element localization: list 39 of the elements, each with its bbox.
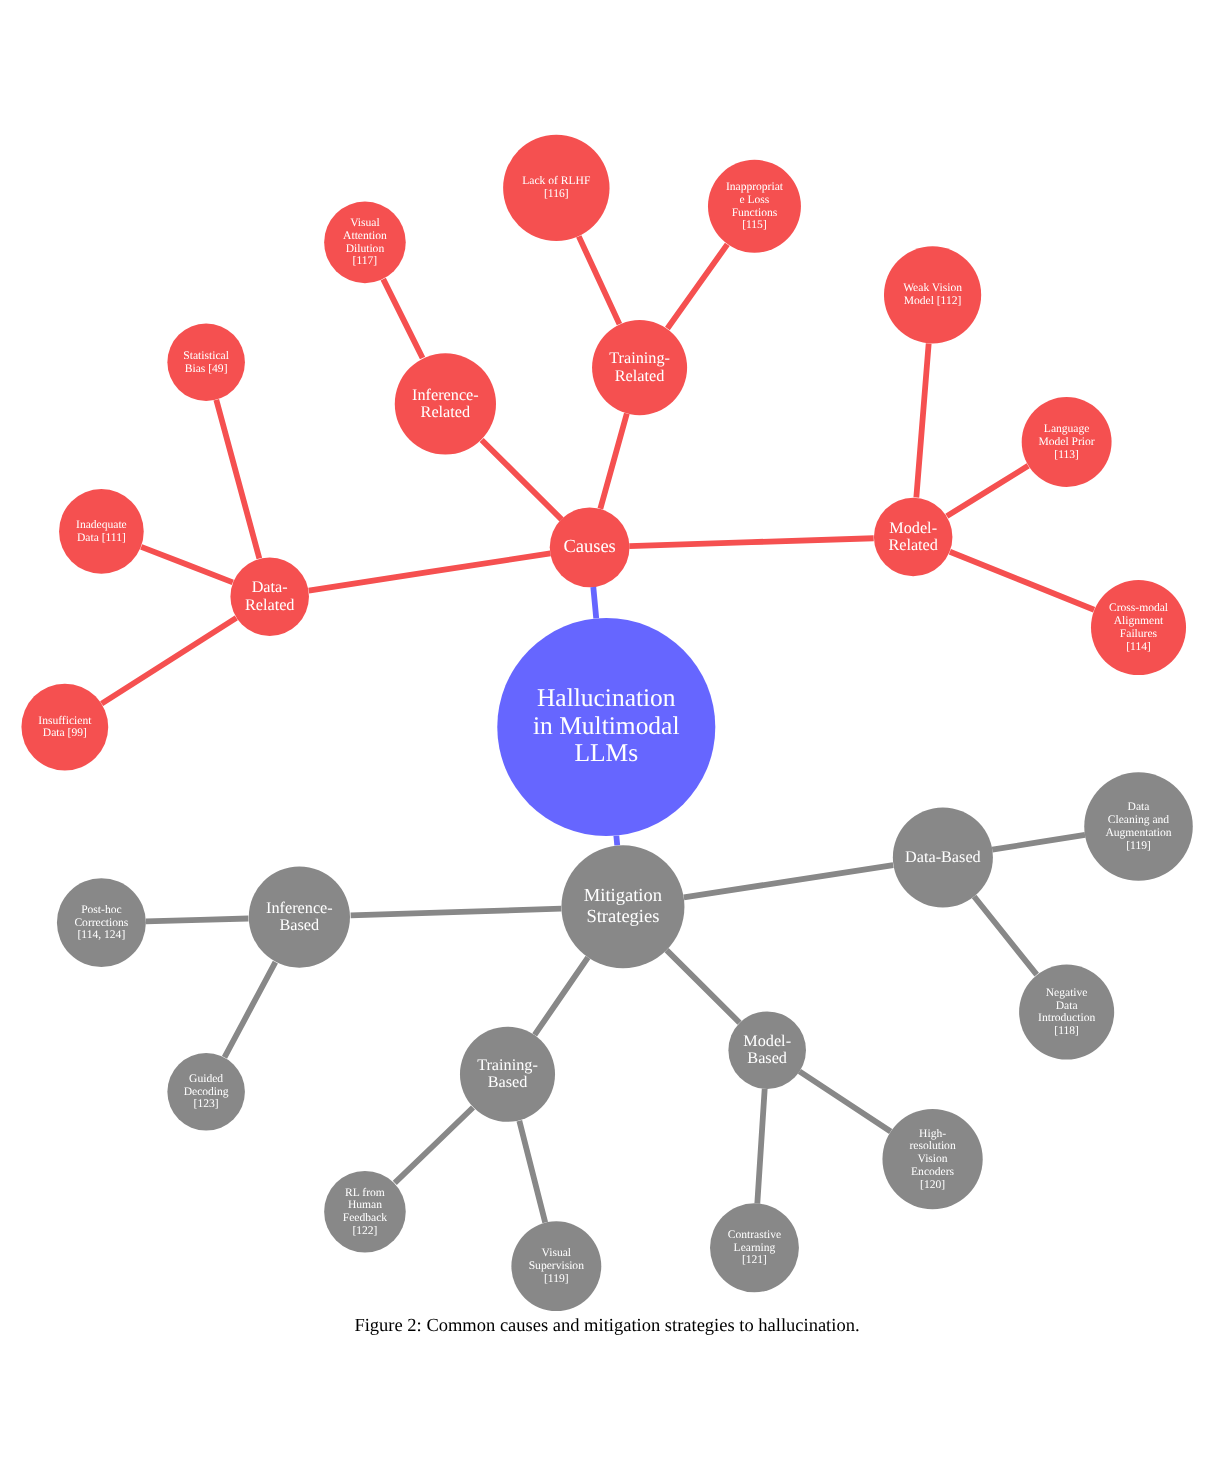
connector bbox=[145, 915, 249, 925]
connector bbox=[754, 1088, 768, 1204]
connector bbox=[576, 235, 623, 326]
connector bbox=[221, 960, 278, 1059]
connector bbox=[613, 835, 621, 846]
node-circle: Causes bbox=[549, 507, 630, 588]
caption: Figure 2: Common causes and mitigation strategies to hallucination. bbox=[354, 1316, 860, 1337]
connector bbox=[213, 398, 263, 560]
connector bbox=[140, 544, 234, 586]
connector bbox=[597, 412, 630, 510]
connector bbox=[664, 948, 742, 1025]
connector bbox=[590, 586, 600, 619]
connector bbox=[100, 615, 238, 707]
node-circle: Training-Related bbox=[592, 320, 688, 416]
connector bbox=[913, 343, 932, 498]
node-circle: Data-Related bbox=[230, 557, 309, 636]
node-circle: Mitigation Strategies bbox=[561, 845, 685, 969]
connector bbox=[797, 1069, 893, 1134]
connector bbox=[479, 437, 564, 522]
connector bbox=[532, 955, 591, 1037]
connector bbox=[392, 1105, 475, 1185]
connector bbox=[971, 894, 1039, 977]
connector bbox=[308, 550, 551, 594]
node-circle: Model-Based bbox=[728, 1011, 806, 1089]
connector bbox=[629, 535, 874, 549]
node-circle: Training-Based bbox=[459, 1026, 556, 1122]
node-circle: Inference-Related bbox=[394, 353, 496, 455]
node-circle: Inference-Based bbox=[248, 866, 350, 968]
connector bbox=[350, 905, 562, 919]
node-circle: Model-Related bbox=[873, 497, 953, 577]
connector bbox=[683, 862, 894, 901]
connector bbox=[991, 832, 1086, 853]
connector bbox=[945, 463, 1030, 519]
node-circle: Hallucination in Multimodal LLMs bbox=[497, 618, 716, 837]
node-circle: Data-Based bbox=[892, 807, 993, 908]
connector bbox=[380, 277, 426, 360]
connector bbox=[516, 1119, 548, 1224]
connector bbox=[948, 549, 1096, 613]
connector bbox=[665, 242, 730, 331]
